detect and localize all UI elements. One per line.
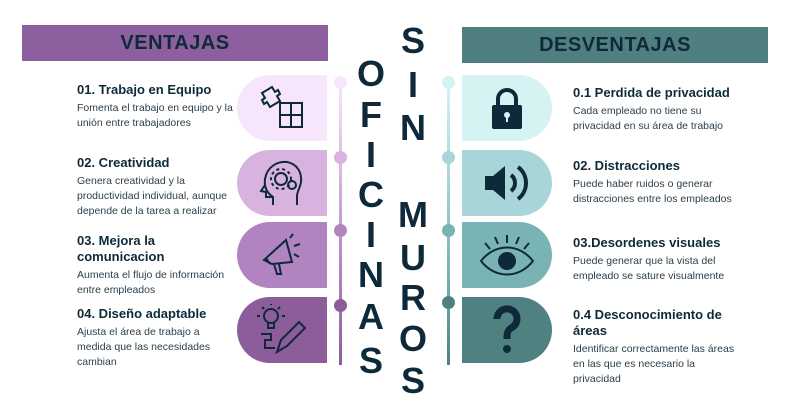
timeline-dot	[442, 224, 455, 237]
desventaja-icon-pill	[462, 150, 552, 216]
eye-icon	[479, 235, 535, 276]
ventaja-icon-pill	[237, 297, 327, 363]
ventaja-item: 02. Creatividad Genera creatividad y la …	[77, 155, 247, 219]
timeline-dot	[334, 299, 347, 312]
item-title: 01. Trabajo en Equipo	[77, 82, 212, 97]
timeline-dot	[442, 76, 455, 89]
ventaja-icon-pill	[237, 150, 327, 216]
lock-icon	[492, 88, 522, 129]
item-desc: Puede generar que la vista del empleado …	[573, 255, 725, 282]
idea-pencil-icon	[257, 304, 307, 355]
title-letter: C	[358, 174, 384, 215]
ventajas-header: VENTAJAS	[22, 25, 328, 61]
item-title: 03. Mejora la comunicacion	[77, 233, 165, 264]
ventaja-item: 04. Diseño adaptable Ajusta el área de t…	[77, 306, 227, 370]
title-letter: R	[400, 277, 426, 318]
timeline-dot	[442, 151, 455, 164]
title-letter: S	[400, 360, 425, 401]
item-title: 04. Diseño adaptable	[77, 306, 207, 321]
ventaja-icon-pill	[237, 222, 327, 288]
desventaja-item: 02. Distracciones Puede haber ruidos o g…	[573, 158, 743, 207]
timeline-dot	[442, 296, 455, 309]
item-title: 02. Distracciones	[573, 158, 680, 173]
right-timeline	[447, 82, 450, 365]
desventaja-icon-pill	[462, 75, 552, 141]
megaphone-icon	[262, 233, 301, 275]
desventaja-icon-pill	[462, 297, 552, 363]
title-letter: S	[400, 20, 425, 61]
item-title: 0.4 Desconocimiento de áreas	[573, 307, 722, 338]
title-letter: U	[400, 237, 426, 278]
title-letter: I	[365, 134, 376, 175]
title-letter: O	[356, 53, 385, 94]
item-desc: Genera creatividad y la productividad in…	[77, 175, 228, 217]
title-letter: M	[398, 194, 428, 235]
desventaja-icon-pill	[462, 222, 552, 288]
item-desc: Cada empleado no tiene su privacidad en …	[573, 105, 724, 132]
title-letter: I	[365, 214, 376, 255]
title-letter: S	[358, 340, 383, 381]
desventaja-item: 03.Desordenes visuales Puede generar que…	[573, 235, 748, 284]
ventaja-item: 03. Mejora la comunicacion Aumenta el fl…	[77, 233, 227, 298]
question-icon	[493, 305, 521, 353]
puzzle-icon	[260, 85, 303, 128]
desventaja-item: 0.4 Desconocimiento de áreas Identificar…	[573, 307, 738, 387]
item-desc: Identificar correctamente las áreas en l…	[573, 343, 735, 385]
item-title: 02. Creatividad	[77, 155, 170, 170]
item-title: 03.Desordenes visuales	[573, 235, 721, 250]
ventaja-item: 01. Trabajo en Equipo Fomenta el trabajo…	[77, 82, 247, 131]
item-desc: Aumenta el flujo de información entre em…	[77, 269, 225, 296]
title-letter: N	[400, 107, 426, 148]
title-letter: I	[407, 64, 418, 105]
item-desc: Fomenta el trabajo en equipo y la unión …	[77, 102, 233, 129]
item-title: 0.1 Perdida de privacidad	[573, 85, 730, 100]
ventaja-icon-pill	[237, 75, 327, 141]
speaker-icon	[485, 165, 528, 201]
title-letter: O	[398, 318, 427, 359]
desventaja-item: 0.1 Perdida de privacidad Cada empleado …	[573, 85, 748, 134]
head-gear-icon	[259, 160, 303, 205]
timeline-dot	[334, 224, 347, 237]
left-timeline	[339, 82, 342, 365]
desventajas-header: DESVENTAJAS	[462, 27, 768, 63]
title-letter: N	[358, 254, 384, 295]
timeline-dot	[334, 76, 347, 89]
item-desc: Puede haber ruidos o generar distraccion…	[573, 178, 732, 205]
item-desc: Ajusta el área de trabajo a medida que l…	[77, 326, 211, 368]
title-letter: F	[360, 94, 382, 135]
timeline-dot	[334, 151, 347, 164]
title-letter: A	[358, 296, 384, 337]
